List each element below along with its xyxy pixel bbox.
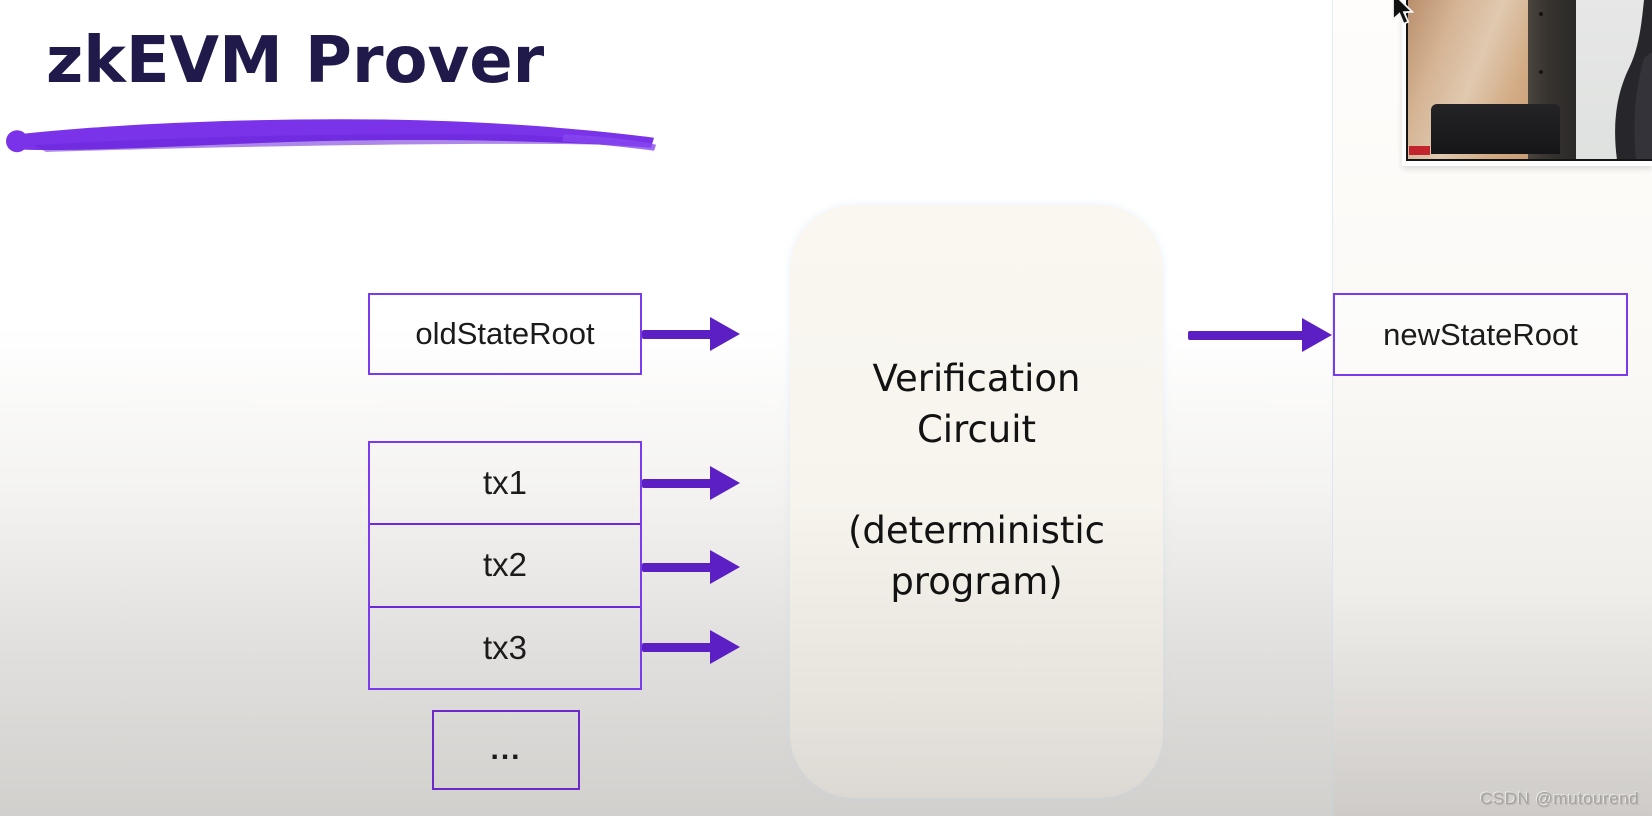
arrow-head-icon xyxy=(710,317,740,351)
arrow-head-icon xyxy=(710,630,740,664)
webcam-detail-dot xyxy=(1539,70,1543,74)
presenter-webcam-overlay xyxy=(1402,0,1652,166)
arrow-shaft xyxy=(642,330,714,339)
node-new-state-root-label: newStateRoot xyxy=(1383,316,1578,352)
circuit-label-line2: Circuit xyxy=(916,408,1037,451)
arrow-tx1-to-circuit xyxy=(642,466,740,500)
arrow-tx2-to-circuit xyxy=(642,550,740,584)
arrow-tx3-to-circuit xyxy=(642,630,740,664)
arrow-head-icon xyxy=(710,550,740,584)
arrow-shaft xyxy=(642,643,714,652)
title-underline-brush-stroke xyxy=(6,119,657,153)
node-tx2-label: tx2 xyxy=(482,546,528,584)
arrow-circuit-to-new-state-root xyxy=(1188,318,1332,352)
webcam-video-frame xyxy=(1406,0,1652,161)
circuit-sublabel-line2: program) xyxy=(890,560,1063,603)
node-more-transactions-label: ... xyxy=(490,733,522,766)
circuit-sublabel-line1: (deterministic xyxy=(848,509,1105,552)
arrow-head-icon xyxy=(710,466,740,500)
arrow-old-state-root-to-circuit xyxy=(642,317,740,351)
node-tx1: tx1 xyxy=(370,443,640,523)
node-tx1-label: tx1 xyxy=(482,464,528,502)
node-new-state-root: newStateRoot xyxy=(1333,293,1628,376)
arrow-shaft xyxy=(642,479,714,488)
circuit-label-line1: Verification xyxy=(872,357,1081,400)
verification-circuit-sublabel: (deterministic program) xyxy=(790,505,1163,607)
arrow-head-icon xyxy=(1302,318,1332,352)
watermark: CSDN @mutourend xyxy=(1480,789,1639,808)
webcam-laptop-silhouette xyxy=(1431,104,1560,154)
arrow-shaft xyxy=(642,563,714,572)
webcam-detail-dot xyxy=(1539,12,1543,16)
arrow-shaft xyxy=(1188,331,1306,340)
node-more-transactions: ... xyxy=(432,710,580,790)
node-tx2: tx2 xyxy=(370,523,640,605)
slide-title: zkEVM Prover xyxy=(46,24,545,98)
presenter-silhouette xyxy=(1615,0,1652,159)
node-old-state-root: oldStateRoot xyxy=(368,293,642,375)
node-verification-circuit: Verification Circuit (deterministic prog… xyxy=(790,205,1163,798)
webcam-red-object xyxy=(1409,146,1430,155)
verification-circuit-label: Verification Circuit xyxy=(790,353,1163,455)
tx-stack: tx1 tx2 tx3 xyxy=(368,441,642,690)
node-old-state-root-label: oldStateRoot xyxy=(415,316,595,351)
node-tx3: tx3 xyxy=(370,605,640,688)
node-tx3-label: tx3 xyxy=(482,628,528,666)
mouse-cursor-icon xyxy=(1392,0,1415,25)
